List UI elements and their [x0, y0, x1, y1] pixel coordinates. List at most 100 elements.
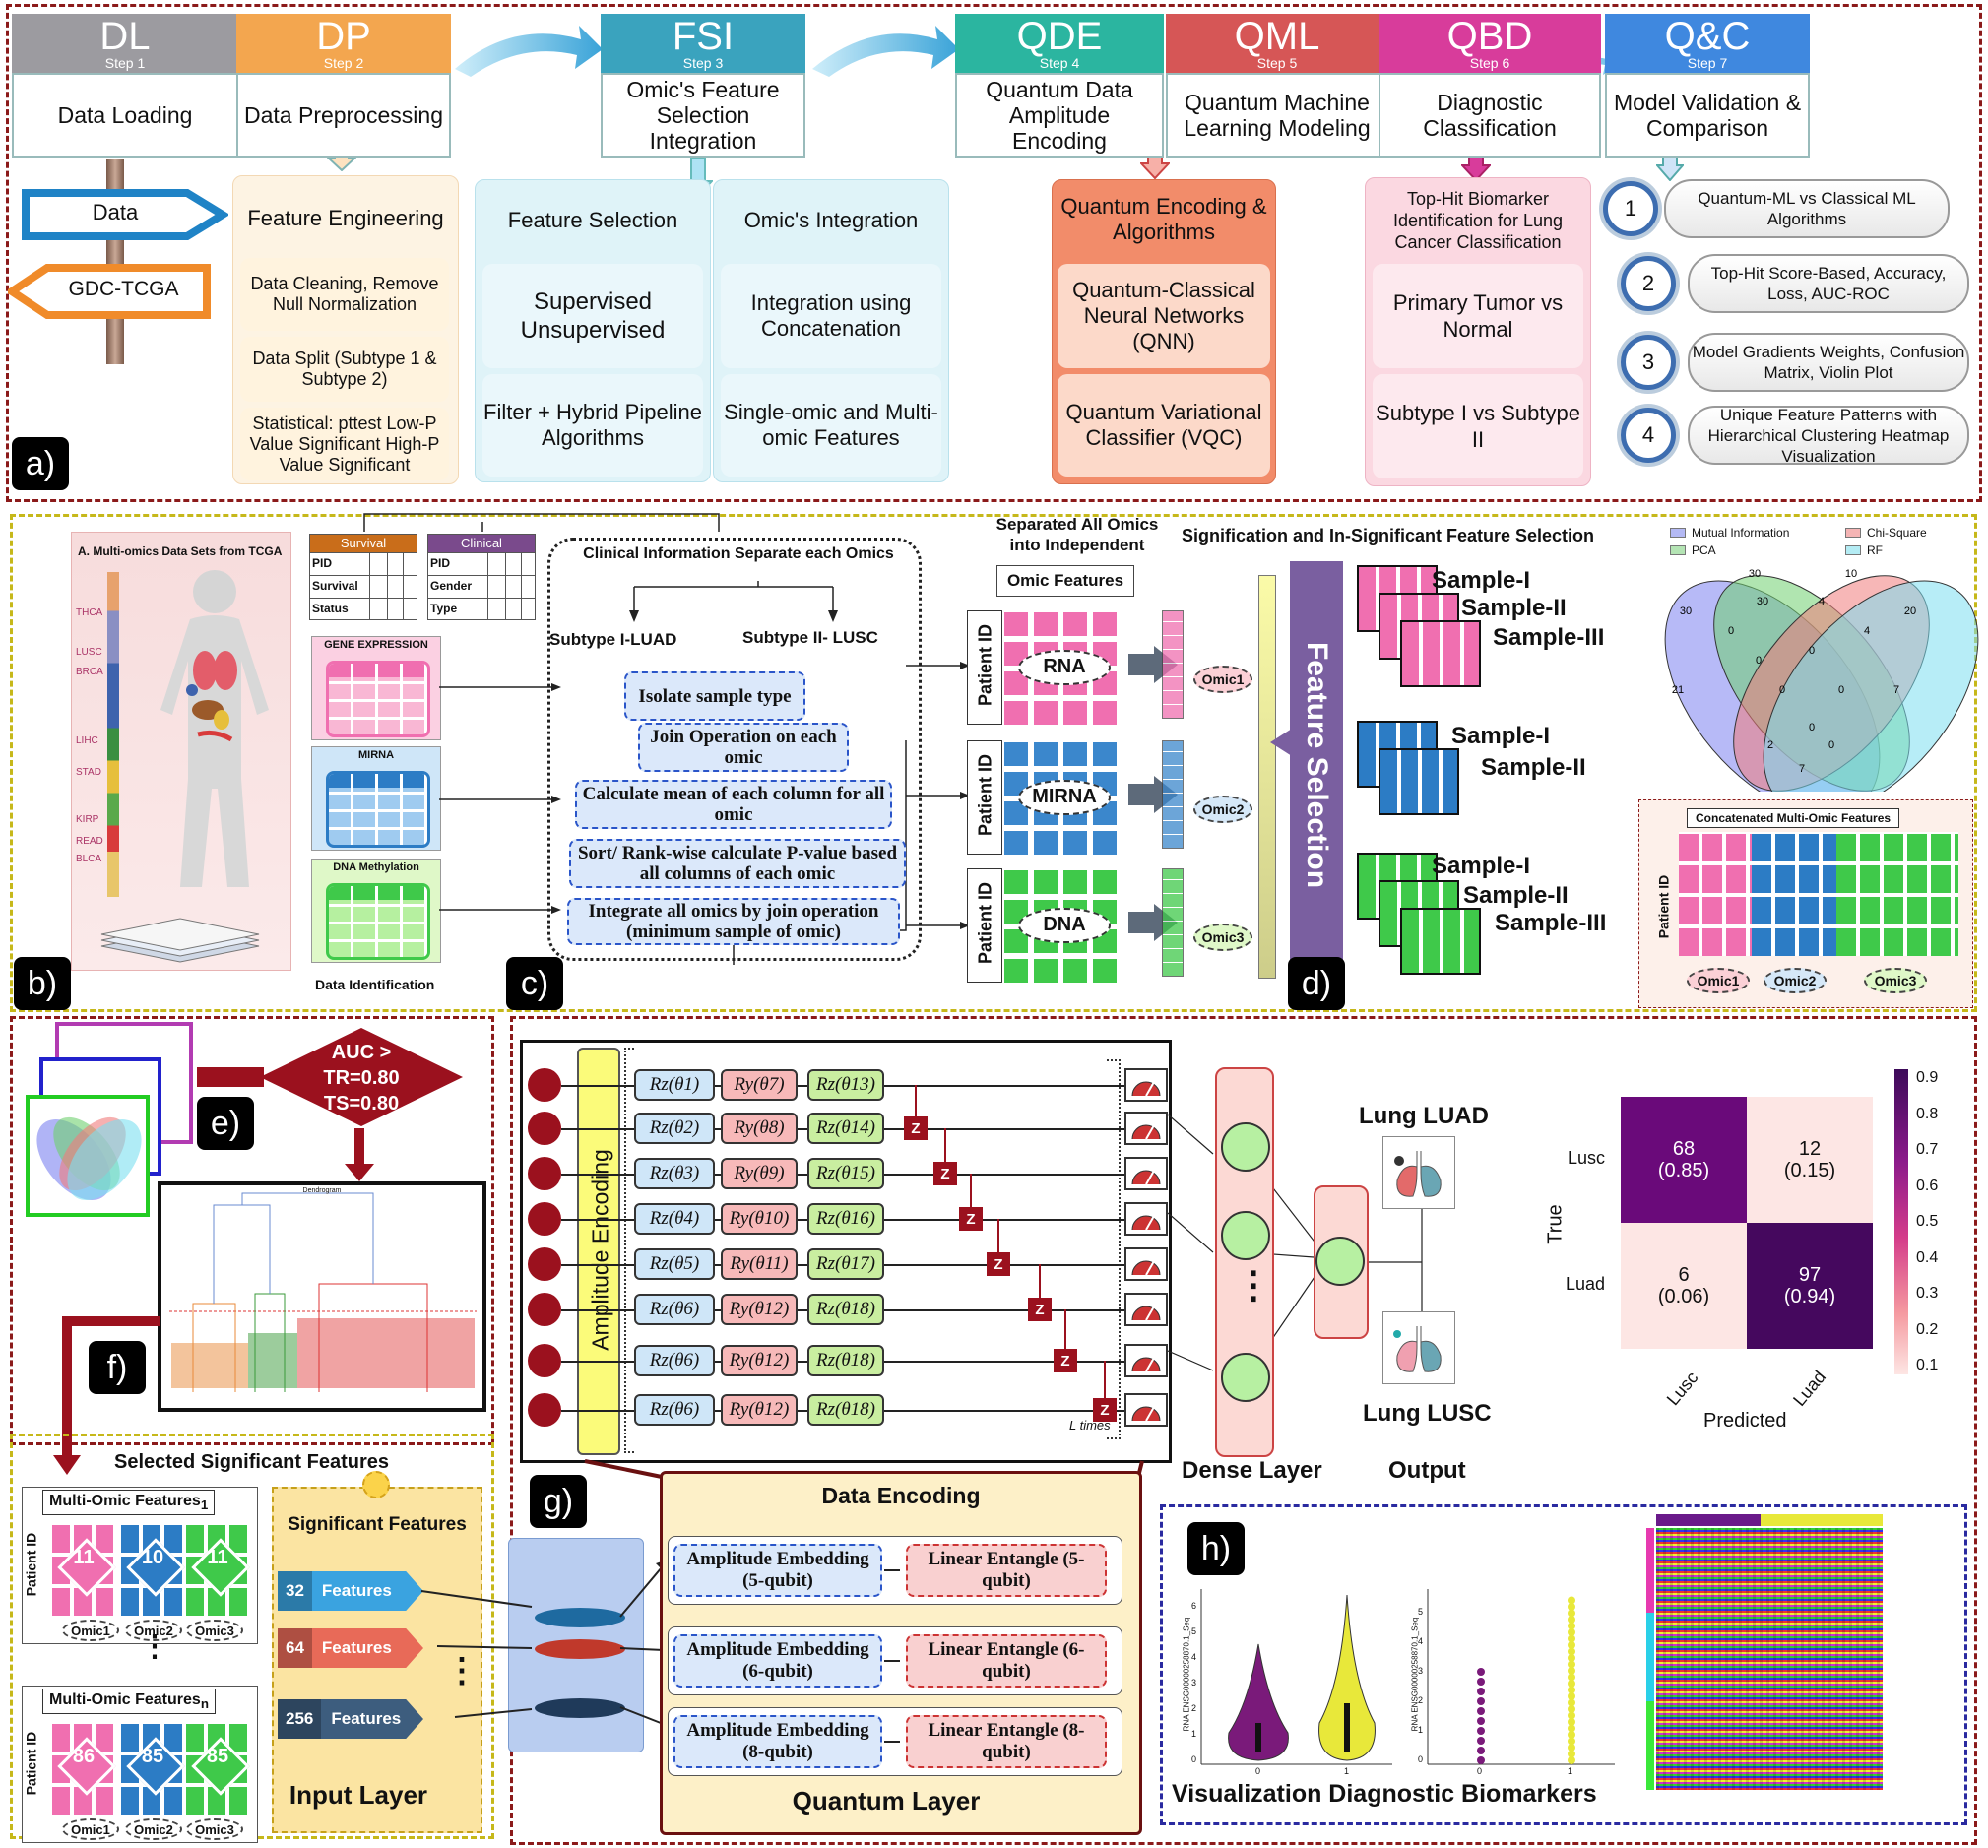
label-c: c) [506, 957, 563, 1010]
qc-pill-4: Unique Feature Patterns with Hierarchica… [1688, 406, 1969, 466]
mof-omic-tag: Omic2 [125, 1818, 182, 1840]
cm-tick: 0.5 [1916, 1213, 1939, 1230]
rotation-gate: Rz(θ18) [807, 1394, 884, 1426]
omic-arrow [1128, 912, 1158, 933]
fe-item-2: Data Split (Subtype 1 & Subtype 2) [240, 337, 449, 402]
step-abbr: DP [316, 15, 371, 58]
feat-dots: ⋮ [445, 1652, 479, 1689]
sig-title: Significant Features [288, 1514, 467, 1535]
qubit-3 [528, 1157, 561, 1190]
section-g [510, 1016, 1977, 1845]
cancer-label: THCA [76, 607, 103, 618]
venn-number: 4 [1864, 625, 1870, 637]
dense-dots: ⋮ [1235, 1265, 1272, 1306]
step-number: Step 1 [104, 55, 146, 71]
label-h: h) [1187, 1522, 1245, 1575]
cm-count: 97 [1798, 1264, 1822, 1286]
sample-stack [1379, 748, 1459, 815]
cnot-wire [944, 1128, 946, 1162]
tcga-title: A. Multi-omics Data Sets from TCGA [78, 544, 283, 558]
label-d: d) [1288, 957, 1345, 1010]
omic-grid-box-2: Patient ID [967, 740, 1002, 855]
cnot-wire [1039, 1264, 1041, 1298]
strip-ytick: 1 [1418, 1725, 1424, 1735]
feature-text: Features [321, 1581, 392, 1600]
rotation-gate: Ry(θ12) [721, 1345, 798, 1376]
step-title-2: Data Preprocessing [236, 73, 451, 158]
feature-count: 256 [278, 1699, 322, 1739]
feature-selection-vertical: Feature Selection [1301, 641, 1333, 889]
strip-x1: 1 [1568, 1766, 1573, 1776]
venn-number: 7 [1799, 763, 1805, 775]
omic-table-1: GENE EXPRESSION [311, 636, 441, 740]
cm-frac: (0.06) [1657, 1286, 1710, 1307]
yellow-bar [1258, 575, 1276, 979]
c-step-3: Calculate mean of each column for all om… [575, 780, 892, 829]
omic-table-title: GENE EXPRESSION [324, 639, 428, 651]
amp-encoding-label: Amplitude Encoding [587, 1149, 613, 1351]
sample-label: Sample-II [1481, 754, 1586, 781]
qc-number-4: 4 [1621, 408, 1676, 463]
sample-label: Sample-I [1451, 723, 1551, 749]
lung-luad-label: Lung LUAD [1359, 1103, 1489, 1129]
mof-count: 11 [207, 1547, 228, 1568]
sample-label: Sample-I [1432, 853, 1531, 879]
survival-row-label: Status [312, 602, 349, 615]
bulb-icon [362, 1471, 390, 1498]
tb-item-1: Primary Tumor vs Normal [1373, 264, 1583, 368]
venn-leg-2: Chi-Square [1867, 526, 1927, 540]
concat-omic-tag: Omic2 [1764, 968, 1827, 993]
cm-colorbar [1894, 1069, 1908, 1374]
rotation-gate: Rz(θ16) [807, 1203, 884, 1235]
z-gate: Z [1028, 1298, 1052, 1321]
cnot-wire [1104, 1361, 1106, 1398]
omic-column-3 [1162, 868, 1184, 977]
qubit-4 [528, 1202, 561, 1236]
cm-xlabel: Predicted [1703, 1410, 1787, 1432]
clinical-separate-panel [547, 538, 922, 961]
oi-item-1: Integration using Concatenation [721, 264, 941, 368]
dense-node-1 [1221, 1122, 1270, 1172]
rotation-gate: Rz(θ4) [634, 1203, 715, 1235]
clinical-row: PID [428, 552, 535, 575]
qc-number-1: 1 [1603, 181, 1658, 236]
viz-title: Visualization Diagnostic Biomarkers [1172, 1780, 1597, 1808]
omic-column-1 [1162, 610, 1184, 719]
section-ef [10, 1016, 494, 1445]
oi-title: Omic's Integration [743, 208, 919, 232]
cm-row-lusc: Lusc [1568, 1148, 1606, 1168]
qc-pill-2: Top-Hit Score-Based, Accuracy, Loss, AUC… [1688, 254, 1969, 313]
venn-number: 0 [1809, 722, 1815, 733]
signpost-data: Data [22, 187, 230, 242]
c-subtype1: Subtype I-LUAD [549, 630, 677, 649]
strip-ytick: 5 [1418, 1607, 1424, 1617]
label-a: a) [12, 437, 69, 490]
amp-embedding: Amplitude Embedding (8-qubit) [673, 1715, 882, 1768]
auc-line: TR=0.80 [323, 1067, 400, 1089]
measure-icon [1124, 1344, 1168, 1377]
rotation-gate: Rz(θ6) [634, 1345, 715, 1376]
measure-icon [1124, 1112, 1168, 1145]
mof-omic-tag: Omic1 [62, 1818, 119, 1840]
omic-name-oval: RNA [1018, 650, 1111, 685]
d-title: Signification and In-Significant Feature… [1182, 526, 1595, 545]
rotation-gate: Ry(θ8) [721, 1113, 798, 1144]
cm-ylabel: True [1544, 1204, 1567, 1244]
dense-node-2 [1221, 1211, 1270, 1260]
cm-tick: 0.6 [1916, 1177, 1939, 1194]
venn-number: 4 [1819, 596, 1825, 607]
venn-number: 0 [1728, 625, 1734, 637]
step-number: Step 4 [1039, 55, 1080, 71]
venn-leg-4: RF [1867, 543, 1883, 557]
qc-number-2: 2 [1621, 256, 1676, 311]
enc-arrow [884, 1741, 900, 1743]
step-number: Step 7 [1687, 55, 1728, 71]
cancer-label: BRCA [76, 667, 103, 677]
